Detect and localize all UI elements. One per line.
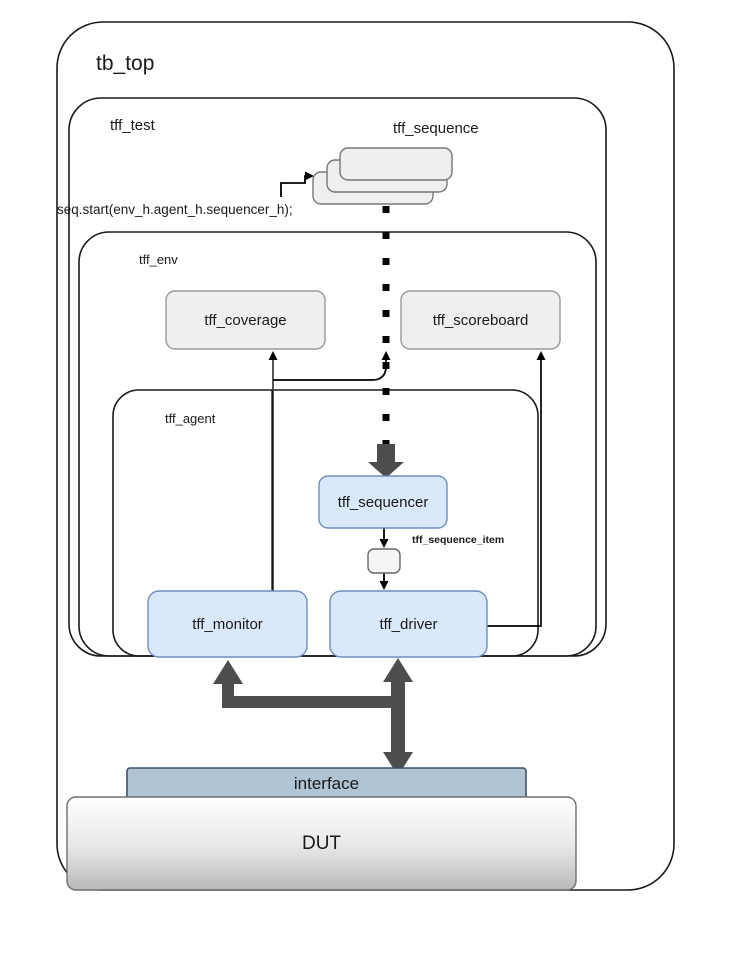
seq-start-code: seq.start(env_h.agent_h.sequencer_h);: [57, 202, 293, 217]
connector-edges: [268, 171, 546, 657]
dotted-segment: [382, 336, 390, 343]
dotted-connector: [382, 206, 390, 447]
container-label-tb_top: tb_top: [96, 52, 155, 75]
edge-driver-to-scoreboard: [487, 351, 546, 627]
thick-arrow-driver-interface: [383, 658, 413, 776]
container-label-tff_env: tff_env: [139, 252, 178, 267]
container-tff_agent: [112, 389, 539, 657]
container-label-tff_agent: tff_agent: [165, 411, 216, 426]
edge-seqstart-to-sequence: [280, 171, 314, 197]
dotted-segment: [382, 310, 390, 317]
dotted-segment: [382, 232, 390, 239]
sequence-stack-label: tff_sequence: [393, 120, 479, 137]
dotted-segment: [382, 258, 390, 265]
node-shapes: [66, 147, 577, 891]
sequence-item-label: tff_sequence_item: [412, 534, 505, 546]
node-tff_coverage: [165, 290, 326, 350]
thick-bar-interface-trunk: [222, 696, 405, 708]
node-tff_scoreboard: [400, 290, 561, 350]
node-DUT: [66, 796, 577, 891]
node-interface: [126, 767, 527, 801]
node-tff_item: [367, 548, 401, 574]
thick-arrow-interface-to-monitor: [213, 660, 243, 706]
dotted-segment: [382, 414, 390, 421]
thick-arrows: [213, 444, 413, 776]
dotted-segment: [382, 388, 390, 395]
thick-arrow-sequence-to-sequencer: [368, 444, 404, 478]
dotted-segment: [382, 206, 390, 213]
dotted-segment: [382, 362, 390, 369]
edge-monitor-to-scoreboard: [273, 351, 391, 381]
dotted-segment: [382, 440, 390, 447]
node-tff_monitor: [147, 590, 308, 658]
node-tff_driver: [329, 590, 488, 658]
sequence-stack-box-2: [339, 147, 453, 181]
container-label-tff_test: tff_test: [110, 117, 155, 134]
node-tff_sequencer: [318, 475, 448, 529]
dotted-segment: [382, 284, 390, 291]
